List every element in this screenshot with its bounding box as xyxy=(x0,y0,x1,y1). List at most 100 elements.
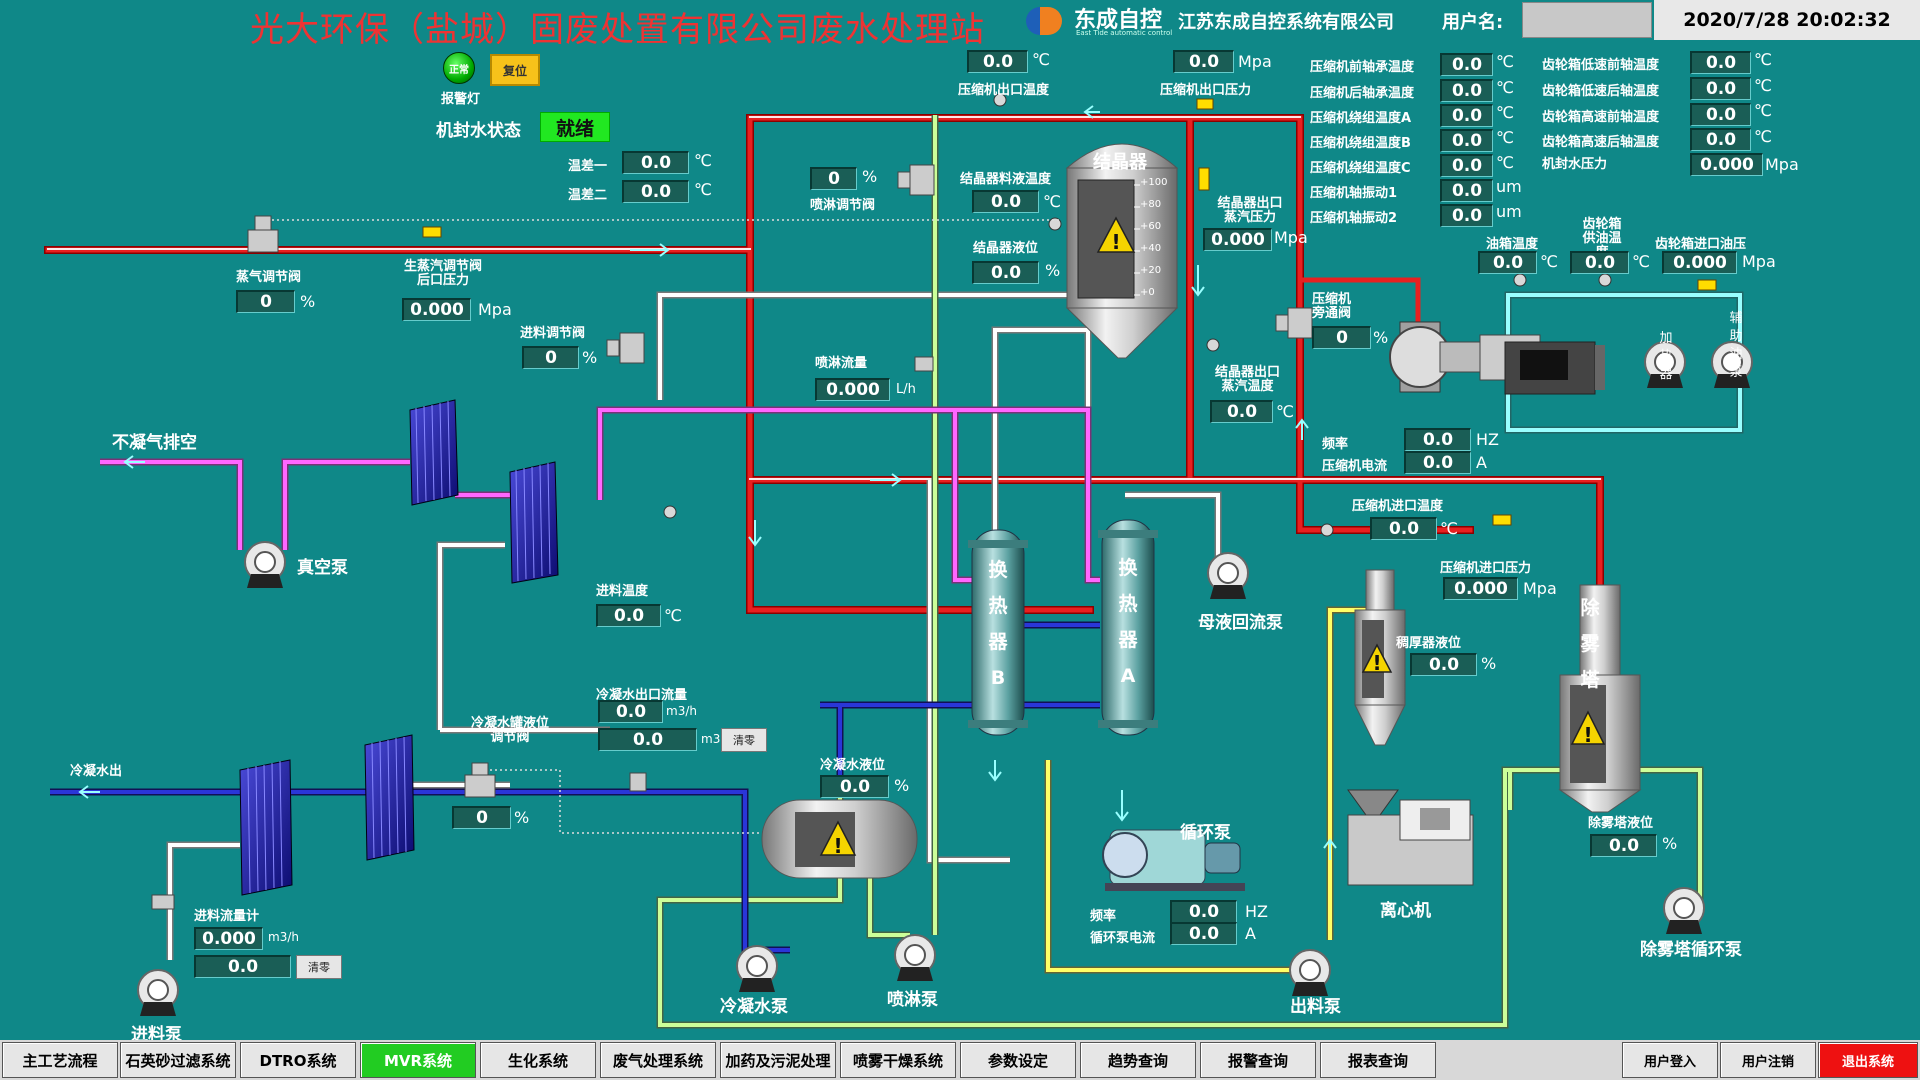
nav-waste-gas[interactable]: 废气处理系统 xyxy=(600,1042,716,1078)
comp-table-unit-0: ℃ xyxy=(1496,52,1514,71)
comp-in-press-label: 压缩机进口压力 xyxy=(1440,561,1532,576)
comp-current-label: 压缩机电流 xyxy=(1322,459,1388,474)
hx-b-label: 换热器B xyxy=(988,559,1008,689)
cryst-out-press-label: 结晶器出口蒸汽压力 xyxy=(1217,196,1283,225)
comp-out-press-value: 0.0 xyxy=(1173,50,1234,73)
nav-main-process[interactable]: 主工艺流程 xyxy=(2,1042,118,1078)
alarm-lamp-label: 报警灯 xyxy=(441,92,481,107)
company-logo: 东成自控 East Tide automatic control xyxy=(1026,3,1172,39)
feed-temp-label: 进料温度 xyxy=(596,584,649,599)
feed-valve-unit: % xyxy=(582,348,598,367)
spray-valve-label: 喷淋调节阀 xyxy=(810,198,876,213)
comp-bypass-value: 0 xyxy=(1312,326,1371,349)
exit-button[interactable]: 退出系统 xyxy=(1818,1042,1918,1078)
cond-clear-button[interactable]: 清零 xyxy=(721,728,767,752)
thick-level-label: 稠厚器液位 xyxy=(1396,636,1462,651)
spray-flow-label: 喷淋流量 xyxy=(815,356,868,371)
nav-biochem[interactable]: 生化系统 xyxy=(480,1042,596,1078)
svg-text:!: ! xyxy=(1583,723,1592,747)
comp-table-unit-4: ℃ xyxy=(1496,153,1514,172)
logo-text: 东成自控 xyxy=(1074,8,1163,33)
freq1-label: 频率 xyxy=(1322,437,1349,452)
freq1-value: 0.0 xyxy=(1404,428,1471,451)
feed-temp-unit: ℃ xyxy=(664,606,682,625)
alarm-lamp-icon: 正常 xyxy=(443,52,475,84)
nav-params[interactable]: 参数设定 xyxy=(960,1042,1076,1078)
comp-table-label-2: 压缩机绕组温度A xyxy=(1310,111,1412,126)
feed-temp-value: 0.0 xyxy=(596,604,661,627)
temp-diff1-label: 温差一 xyxy=(568,159,608,174)
condenser-1 xyxy=(409,399,459,506)
page-title: 光大环保（盐城）固废处置有限公司废水处理站 xyxy=(250,10,985,50)
gear-table-value-0: 0.0 xyxy=(1690,51,1751,74)
scale-mark-100: +100 xyxy=(1140,177,1168,188)
cond-pump-label: 冷凝水泵 xyxy=(720,997,788,1017)
gear-table-unit-1: ℃ xyxy=(1754,76,1772,95)
feed-clear-button[interactable]: 清零 xyxy=(296,955,342,979)
comp-in-press-value: 0.000 xyxy=(1443,577,1518,600)
circulation-pump-unit xyxy=(1102,829,1245,891)
nav-dtro[interactable]: DTRO系统 xyxy=(240,1042,356,1078)
comp-out-temp-value: 0.0 xyxy=(967,50,1028,73)
gear-table-label-2: 齿轮箱高速前轴温度 xyxy=(1542,110,1660,125)
comp-out-temp-label: 压缩机出口温度 xyxy=(958,83,1050,98)
freq2-unit: HZ xyxy=(1245,902,1268,921)
nav-spray-dry[interactable]: 喷雾干燥系统 xyxy=(840,1042,956,1078)
nav-report[interactable]: 报表查询 xyxy=(1320,1042,1436,1078)
condenser-3 xyxy=(239,759,293,896)
scale-mark-20: +20 xyxy=(1140,265,1162,276)
svg-text:!: ! xyxy=(833,834,842,858)
comp-current-value: 0.0 xyxy=(1404,451,1471,474)
comp-table-value-4: 0.0 xyxy=(1440,154,1493,177)
comp-table-label-0: 压缩机前轴承温度 xyxy=(1310,60,1415,75)
nav-alarm[interactable]: 报警查询 xyxy=(1200,1042,1316,1078)
scale-mark-0: +0 xyxy=(1140,287,1155,298)
freq1-unit: HZ xyxy=(1476,430,1499,449)
nav-sand-filter[interactable]: 石英砂过滤系统 xyxy=(120,1042,236,1078)
cond-flow-value: 0.0 xyxy=(598,700,663,723)
condenser-4 xyxy=(364,734,415,861)
comp-table-value-6: 0.0 xyxy=(1440,204,1493,227)
pump-current-value: 0.0 xyxy=(1170,922,1237,945)
comp-in-press-unit: Mpa xyxy=(1523,579,1557,598)
demist-level-value: 0.0 xyxy=(1590,834,1657,857)
temp-diff1-unit: ℃ xyxy=(694,151,712,170)
gear-table-value-2: 0.0 xyxy=(1690,103,1751,126)
feed-valve-label: 进料调节阀 xyxy=(520,326,586,341)
logout-button[interactable]: 用户注销 xyxy=(1720,1042,1816,1078)
comp-table-value-3: 0.0 xyxy=(1440,129,1493,152)
gear-oil-temp-label: 齿轮箱供油温度 xyxy=(1582,217,1622,260)
reset-button[interactable]: 复位 xyxy=(490,54,540,86)
nav-dosing-sludge[interactable]: 加药及污泥处理 xyxy=(720,1042,836,1078)
nav-trend[interactable]: 趋势查询 xyxy=(1080,1042,1196,1078)
temp-diff1-value: 0.0 xyxy=(622,151,689,174)
hx-a-label: 换热器A xyxy=(1118,557,1138,687)
login-button[interactable]: 用户登入 xyxy=(1622,1042,1718,1078)
feed-valve-value: 0 xyxy=(522,346,579,369)
comp-bypass-label: 压缩机旁通阀 xyxy=(1312,292,1352,321)
cryst-out-temp-value: 0.0 xyxy=(1210,400,1273,423)
nav-mvr[interactable]: MVR系统 xyxy=(360,1042,476,1078)
gear-oil-temp-unit: ℃ xyxy=(1632,252,1650,271)
condenser-2 xyxy=(509,461,559,584)
feed-flow-label: 进料流量计 xyxy=(194,909,260,924)
comp-in-temp-label: 压缩机进口温度 xyxy=(1352,499,1444,514)
gear-table-label-0: 齿轮箱低速前轴温度 xyxy=(1542,58,1660,73)
logo-mark-icon xyxy=(1026,3,1070,39)
pump-current-unit: A xyxy=(1245,924,1256,943)
user-name-field[interactable] xyxy=(1522,2,1652,38)
centrifuge-unit xyxy=(1347,789,1474,886)
comp-table-value-2: 0.0 xyxy=(1440,104,1493,127)
steam-valve-label: 蒸气调节阀 xyxy=(236,270,302,285)
spray-flow-unit: L/h xyxy=(896,382,916,397)
comp-out-press-label: 压缩机出口压力 xyxy=(1160,83,1252,98)
comp-table-unit-2: ℃ xyxy=(1496,103,1514,122)
demist-level-unit: % xyxy=(1662,834,1678,853)
cond-valve-unit: % xyxy=(514,808,530,827)
crystallizer-vessel xyxy=(1065,143,1179,359)
spray-valve-unit: % xyxy=(862,167,878,186)
comp-table-unit-5: um xyxy=(1496,177,1522,196)
cryst-out-temp-label: 结晶器出口蒸汽温度 xyxy=(1214,365,1280,394)
comp-in-temp-value: 0.0 xyxy=(1370,517,1437,540)
cryst-out-temp-unit: ℃ xyxy=(1276,402,1294,421)
